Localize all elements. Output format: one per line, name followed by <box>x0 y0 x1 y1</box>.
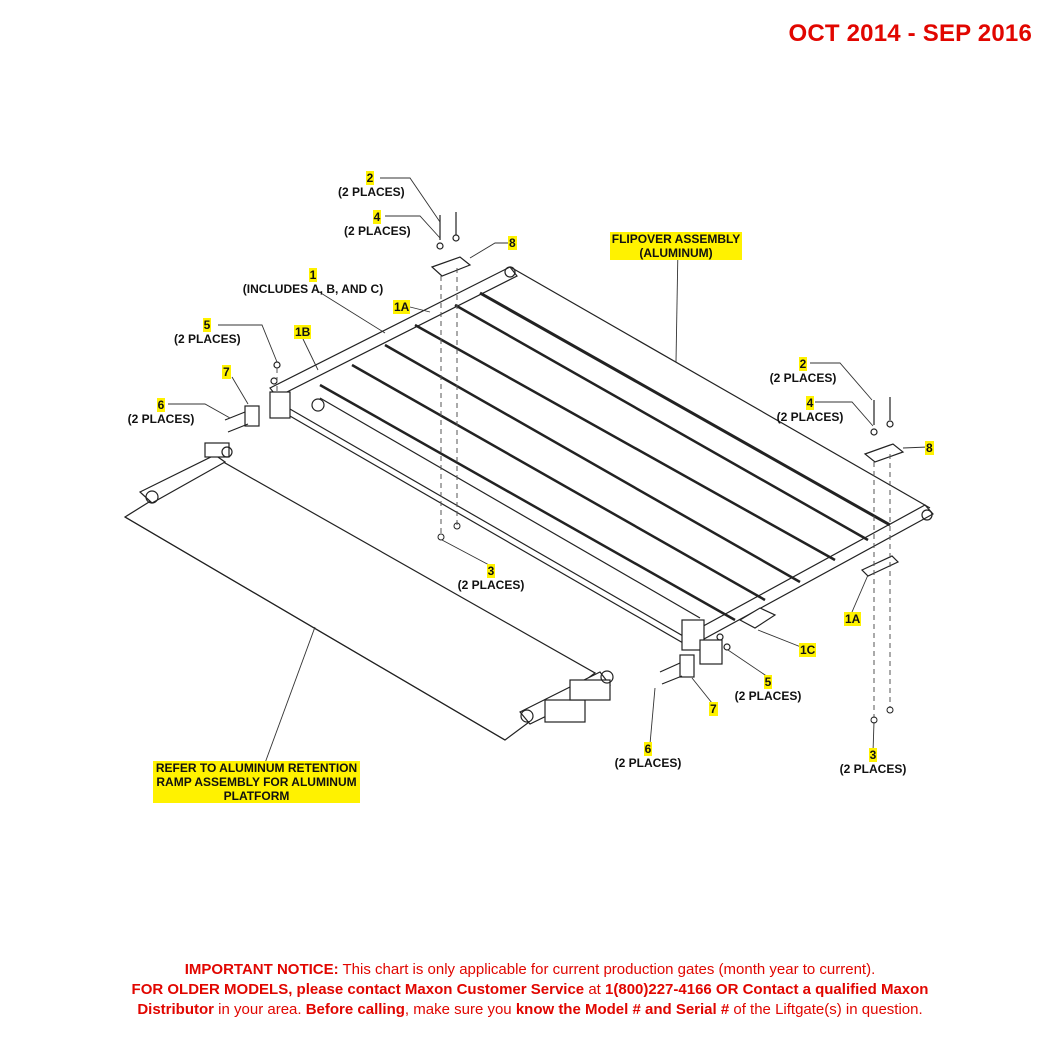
block-7-left <box>244 405 260 427</box>
callout-3-mid: 3 (2 PLACES) <box>457 564 525 592</box>
spacer-8-top <box>430 256 472 277</box>
block-7-right <box>679 654 695 678</box>
callout-4-top: 4 (2 PLACES) <box>344 210 411 238</box>
callout-2-right: 2 (2 PLACES) <box>769 357 837 385</box>
ramp-assembly-note: REFER TO ALUMINUM RETENTION RAMP ASSEMBL… <box>153 761 360 803</box>
ramp-hinge-left <box>138 454 227 504</box>
callout-1a-top: 1A <box>393 300 411 314</box>
callout-5-left: 5 (2 PLACES) <box>174 318 241 346</box>
callout-8-top: 8 <box>508 236 517 250</box>
spacer-8-right <box>863 443 905 463</box>
callout-1c: 1C <box>799 643 817 657</box>
callout-6-left: 6 (2 PLACES) <box>127 398 195 426</box>
flipover-assembly-note: FLIPOVER ASSEMBLY (ALUMINUM) <box>610 232 742 260</box>
callout-1: 1 (INCLUDES A, B, AND C) <box>242 268 384 296</box>
callout-7-right: 7 <box>709 702 718 716</box>
callout-7-left: 7 <box>222 365 231 379</box>
callout-1b: 1B <box>294 325 312 339</box>
date-range-title: OCT 2014 - SEP 2016 <box>788 20 1032 47</box>
important-notice: IMPORTANT NOTICE: This chart is only app… <box>131 961 929 1018</box>
callout-8-right: 8 <box>925 441 934 455</box>
callout-6-right: 6 (2 PLACES) <box>614 742 682 770</box>
callout-2-top: 2 (2 PLACES) <box>338 171 405 199</box>
callout-1a-right: 1A <box>844 612 862 626</box>
callout-3-right: 3 (2 PLACES) <box>839 748 907 776</box>
callout-5-right: 5 (2 PLACES) <box>734 675 802 703</box>
callout-4-right: 4 (2 PLACES) <box>776 396 844 424</box>
